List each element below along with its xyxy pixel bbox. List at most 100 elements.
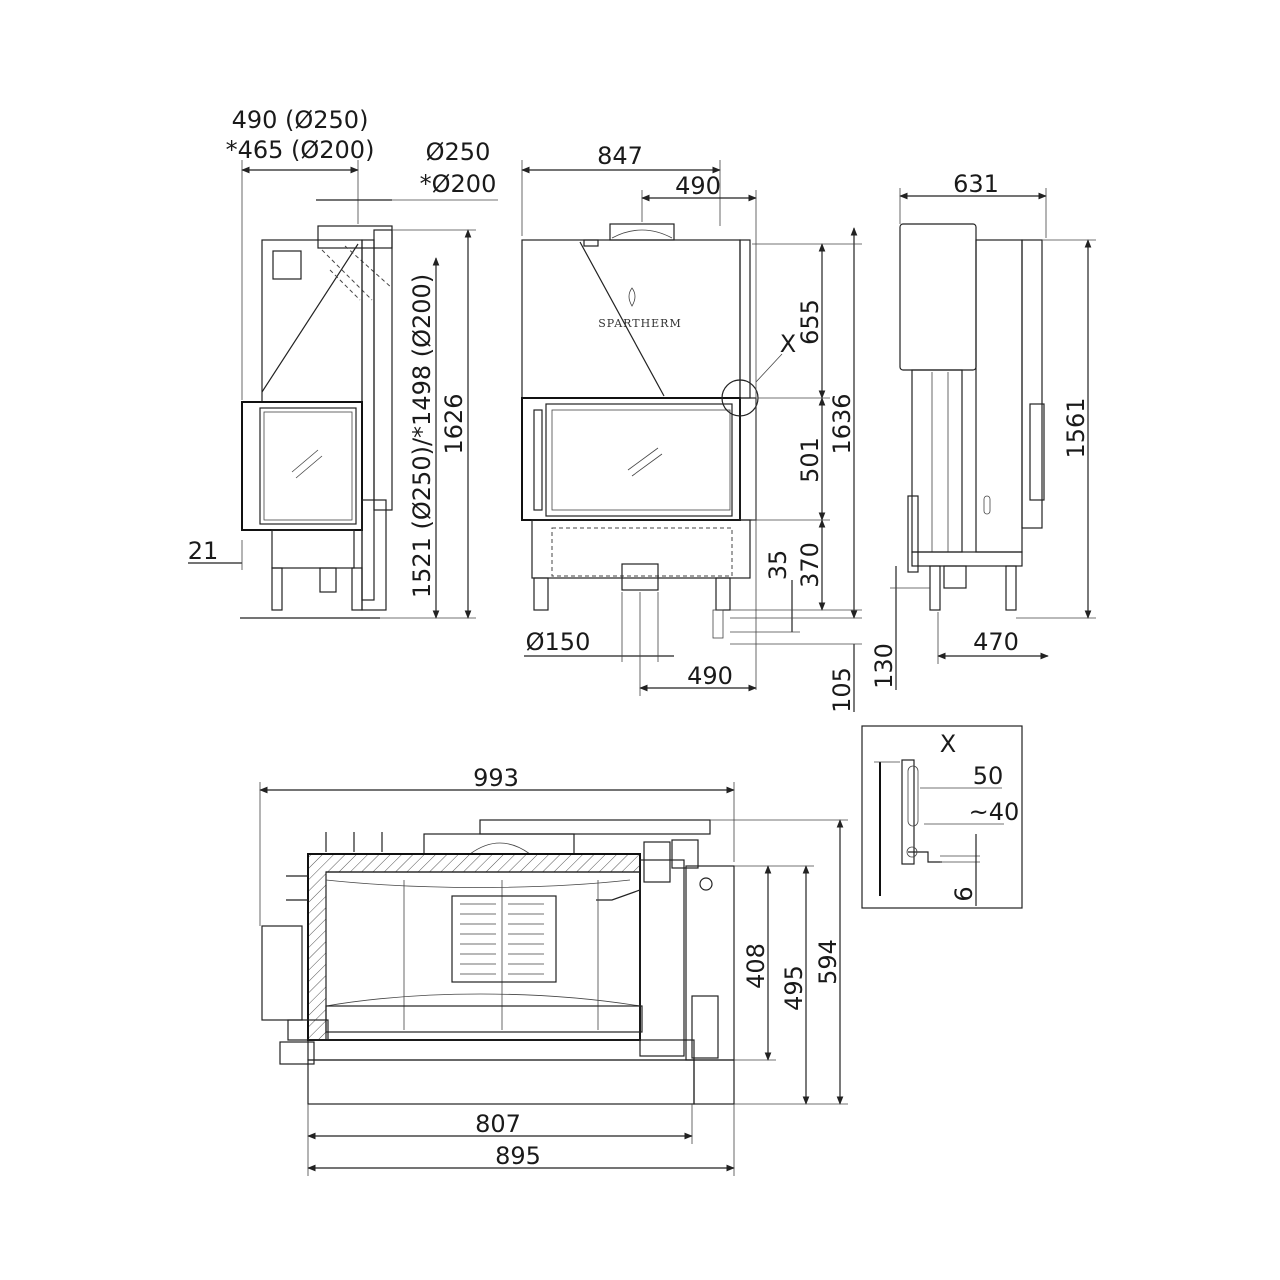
front-view: SPARTHERM X (521, 142, 862, 713)
plan-side-glass-frame (639, 859, 685, 1057)
left-total-height-label: 1626 (440, 393, 468, 454)
front-glass-glint-2 (631, 453, 663, 477)
front-glass-glint (627, 447, 659, 471)
front-door-hinge (533, 409, 543, 511)
plan-base-front (307, 1059, 695, 1105)
left-flue-bend (321, 245, 393, 301)
left-upper-hood (261, 239, 363, 403)
right-front-panel (907, 495, 919, 573)
left-flue-dia-label: Ø250 (426, 138, 491, 166)
left-rear-column (361, 239, 375, 601)
left-access-panel (272, 250, 302, 280)
front-upper-height-label: 655 (796, 299, 824, 345)
left-hood-strut (261, 243, 359, 393)
right-foot-height-label: 130 (870, 643, 898, 689)
plan-view: 993 807 895 408 495 594 (259, 764, 848, 1176)
left-base-box (271, 529, 355, 569)
left-width-label: 490 (Ø250) (232, 106, 369, 134)
left-flue-dia-alt-label: *Ø200 (420, 170, 497, 198)
right-side-view: 631 1561 470 130 (870, 170, 1096, 690)
front-base-box (531, 519, 751, 579)
left-glass-frame (259, 407, 357, 525)
right-firebox-side (911, 369, 963, 553)
right-rear-column (1021, 239, 1043, 529)
plan-grate (451, 895, 557, 983)
front-inlet-offset-label: 490 (687, 662, 733, 690)
front-hood-strut (579, 241, 665, 397)
front-foot-gap-label: 35 (764, 550, 792, 581)
front-lower-height-label: 370 (796, 542, 824, 588)
front-foot-adjust (712, 609, 724, 639)
detail-rail (901, 759, 915, 865)
detail-x-box: X 50 ~40 6 (861, 725, 1023, 909)
left-offset-label: 21 (188, 537, 219, 565)
plan-left-bracket (287, 1019, 329, 1041)
right-rear-body (975, 239, 1023, 553)
plan-depth-mid-label: 495 (780, 965, 808, 1011)
plan-left-box (261, 925, 303, 1021)
front-glass-pane (551, 409, 731, 511)
front-air-inlet (621, 563, 659, 591)
plan-front-ledge (325, 1005, 643, 1033)
front-flue-collar (609, 223, 675, 241)
front-total-height-label: 1636 (828, 393, 856, 454)
right-foot-front (929, 565, 941, 611)
front-foot-left (533, 577, 549, 611)
right-foot-depth-label: 470 (973, 628, 1019, 656)
detail-bolt-icon (906, 846, 918, 858)
front-inlet-dia-label: Ø150 (526, 628, 591, 656)
plan-flue-housing (423, 833, 575, 855)
plan-depth-total-label: 594 (814, 939, 842, 985)
plan-side-panel (685, 865, 735, 1061)
plan-side-inner (691, 995, 719, 1059)
plan-top-rail (479, 819, 711, 835)
front-base-hidden (551, 527, 733, 577)
left-width-alt-label: *465 (Ø200) (226, 136, 375, 164)
left-flue-height-label: 1521 (Ø250)/*1498 (Ø200) (408, 274, 436, 598)
plan-curve-top (325, 879, 631, 888)
left-glass-glint-2 (295, 455, 323, 479)
right-door-handle (1029, 403, 1045, 501)
left-flue-pipe (373, 229, 393, 511)
detail-pin (907, 765, 919, 827)
left-glass-pane (263, 411, 353, 521)
left-side-view: 490 (Ø250) *465 (Ø200) Ø250 *Ø200 21 152… (188, 106, 498, 619)
front-strut-bracket (583, 239, 599, 247)
plan-right-hinge (671, 839, 699, 869)
plan-side-knob-icon (699, 877, 713, 891)
right-base (911, 551, 1023, 567)
plan-base-corner (693, 1059, 735, 1105)
left-foot-rear (351, 567, 363, 611)
left-foot-front (271, 567, 283, 611)
front-flue-arc (611, 229, 673, 239)
plan-wall-hatch (307, 853, 641, 1041)
left-rear-panel (361, 499, 387, 611)
right-hood (899, 223, 977, 371)
front-hood-side (739, 239, 751, 399)
plan-firebox-outline (307, 853, 641, 1041)
plan-inner-label: 807 (475, 1110, 521, 1138)
plan-flue-arc (469, 842, 531, 855)
plan-left-hinge (279, 1041, 315, 1065)
plan-right-bracket (643, 841, 671, 883)
detail-title: X (940, 730, 956, 758)
left-glass-glint (291, 449, 319, 473)
front-detail-marker: X (780, 330, 796, 358)
right-depth-label: 631 (953, 170, 999, 198)
detail-dim-a-label: 50 (973, 762, 1004, 790)
detail-frame (861, 725, 1023, 909)
right-air-box (943, 565, 967, 589)
front-logo-text: SPARTHERM (598, 317, 681, 330)
right-height-label: 1561 (1062, 397, 1090, 458)
plan-curve-bottom (325, 993, 641, 1007)
left-flue-collar (317, 225, 393, 249)
front-base-offset-label: 105 (828, 667, 856, 713)
right-knob (983, 495, 991, 515)
plan-outer-label: 895 (495, 1142, 541, 1170)
plan-grate-slots (460, 903, 544, 975)
plan-depth-inner-label: 408 (742, 943, 770, 989)
front-detail-leader (755, 353, 783, 383)
front-glass-frame (545, 403, 733, 517)
plan-overall-label: 993 (473, 764, 519, 792)
plan-glass-front (307, 1039, 695, 1061)
